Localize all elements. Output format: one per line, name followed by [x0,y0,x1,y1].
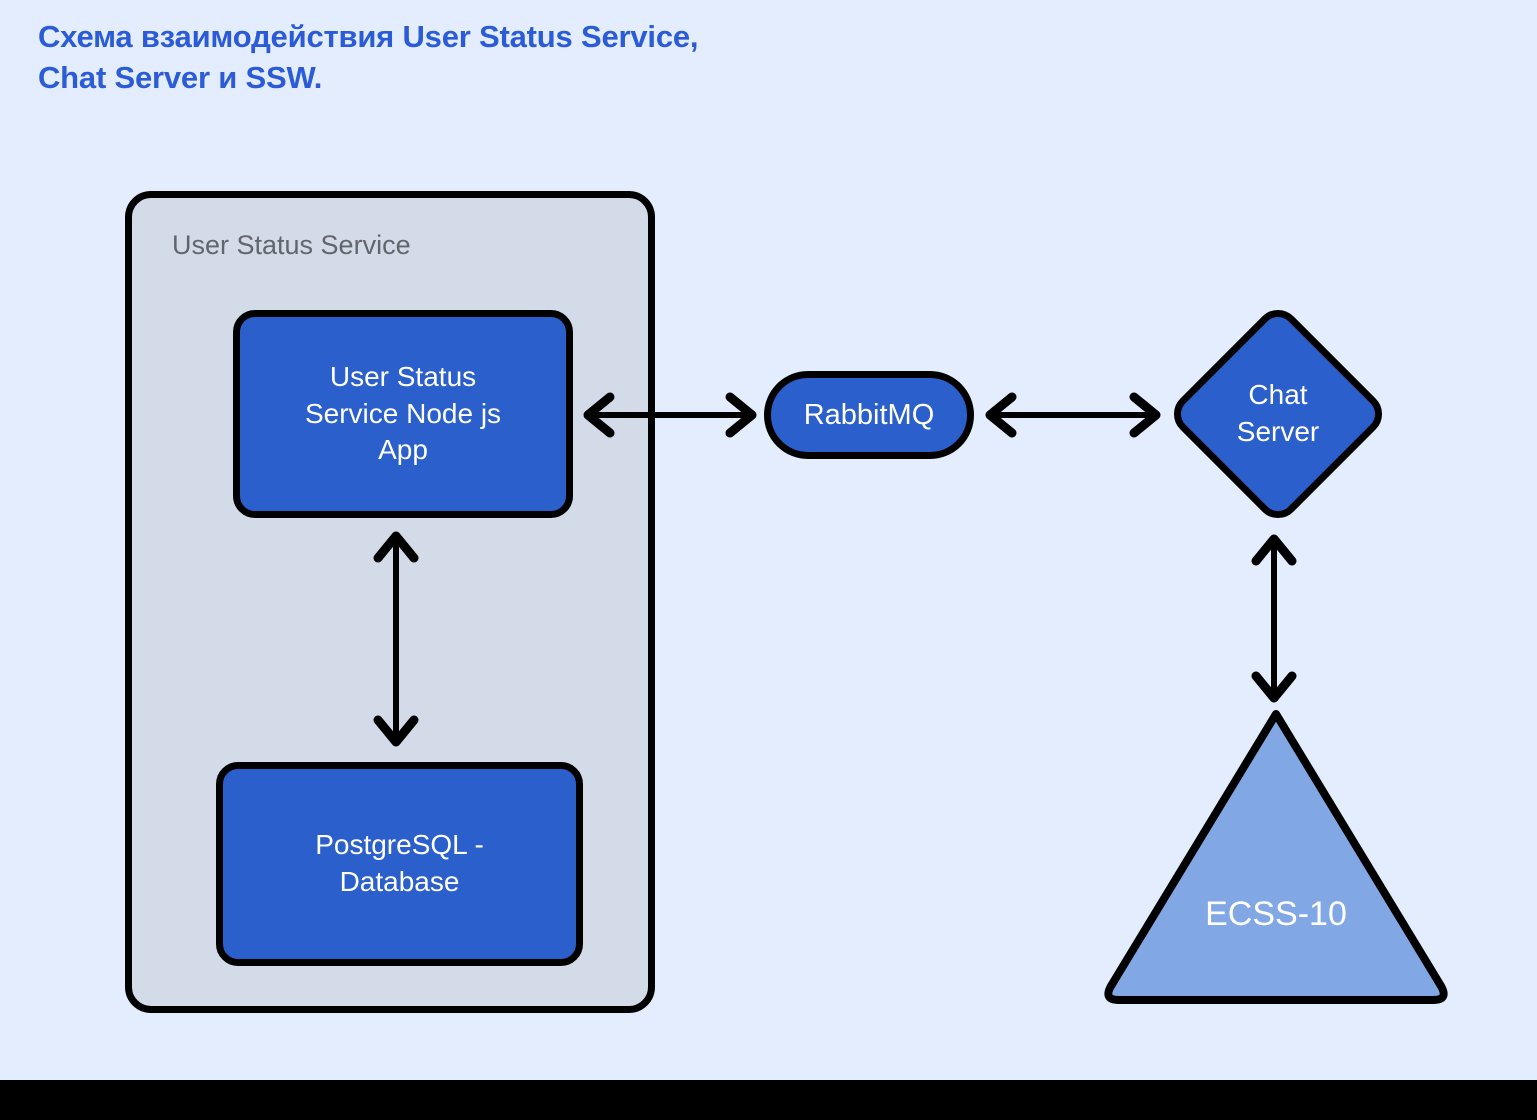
bottom-black-bar [0,1080,1537,1120]
node-user-status-service-node-js-app[interactable]: User Status Service Node js App [233,310,573,518]
node-chat-server[interactable]: Chat Server [1164,300,1392,528]
node-postgresql-database[interactable]: PostgreSQL - Database [216,762,583,966]
diamond-shape [1164,300,1392,528]
page-title: Схема взаимодействия User Status Service… [38,19,699,96]
node-ecss-10[interactable]: ECSS-10 [1093,700,1459,1010]
edge-chatserver-ecss [1251,534,1297,703]
node-rabbitmq[interactable]: RabbitMQ [764,371,974,459]
triangle-shape [1104,710,1448,1004]
group-label: User Status Service [172,230,411,260]
edge-rabbitmq-chatserver [985,392,1161,438]
